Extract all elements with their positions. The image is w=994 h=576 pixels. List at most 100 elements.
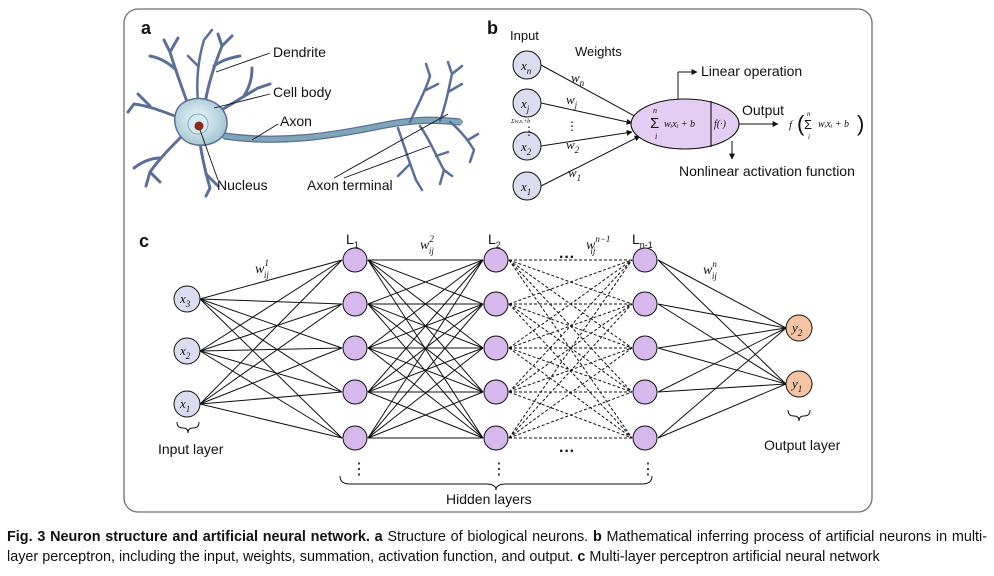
dendrite-branch xyxy=(126,92,182,120)
mlp-edge xyxy=(508,391,633,439)
svg-text:f: f xyxy=(789,119,794,131)
dendrite-branch xyxy=(186,28,214,104)
mlp-edge xyxy=(199,347,343,405)
layer-title-ln-1: Ln-1 xyxy=(632,231,653,250)
panel-c-label: c xyxy=(139,231,149,251)
panel-b-edges xyxy=(540,64,641,187)
mlp-edge xyxy=(657,347,787,385)
mlp-edge xyxy=(199,259,343,405)
input-node-x1: x1 xyxy=(512,171,542,201)
weight-label-wn: wn xyxy=(571,70,585,88)
output-layer-brace xyxy=(787,409,811,422)
vdots-l2: ⋮ xyxy=(491,461,507,478)
caption-a-text: Structure of biological neurons. xyxy=(387,529,589,545)
nonlinear-activation-label: Nonlinear activation function xyxy=(679,163,855,179)
svg-text:wᵢxᵢ + b: wᵢxᵢ + b xyxy=(818,119,849,130)
dendrite-branch xyxy=(198,140,220,198)
sum-expression: wᵢxᵢ + b xyxy=(664,119,695,130)
output-layer-label: Output layer xyxy=(764,437,841,453)
hidden-node xyxy=(483,291,509,317)
hidden-node xyxy=(632,379,658,405)
dendrite-branch xyxy=(132,132,186,188)
output-bracket-left: ( xyxy=(797,111,805,136)
dendrite-branch xyxy=(148,36,192,112)
panel-b: b Input Weights xn xj x2 x1 Σwᵢxᵢ+b ⋮ xyxy=(487,18,864,201)
mlp-edge xyxy=(199,259,343,352)
caption-b-label: b xyxy=(592,529,602,545)
axon-terminal-branch xyxy=(438,60,464,123)
mlp-edge xyxy=(657,259,787,385)
axon-path xyxy=(223,116,461,143)
mlp-edge xyxy=(508,259,633,393)
hidden-node xyxy=(342,425,368,451)
hidden-layers-brace xyxy=(339,475,653,491)
hidden-node xyxy=(342,291,368,317)
weight-label-wj: wj xyxy=(566,92,578,110)
mlp-edge xyxy=(657,303,787,329)
vdots-l1: ⋮ xyxy=(351,461,367,478)
input-node-x3: x3 xyxy=(173,285,201,313)
panel-a: a xyxy=(126,18,480,198)
hdots-top: ··· xyxy=(559,249,575,266)
svg-text:xj: xj xyxy=(520,96,530,114)
hidden-layers-label: Hidden layers xyxy=(446,491,532,507)
mlp-edge xyxy=(657,327,787,439)
svg-text:Σ: Σ xyxy=(804,117,812,132)
mlp-edge xyxy=(508,259,633,439)
input-vdots: ⋮ xyxy=(523,124,535,138)
svg-text:i: i xyxy=(808,133,810,141)
svg-text:xn: xn xyxy=(520,58,532,76)
mlp-edge xyxy=(657,327,787,393)
hidden-node xyxy=(342,335,368,361)
mlp-edge xyxy=(508,303,633,393)
weight-label-w1: w1 xyxy=(568,165,581,183)
layer-title-l1: L1 xyxy=(346,231,359,250)
input-layer-brace xyxy=(176,421,200,434)
weight-vdots: ⋮ xyxy=(566,119,578,133)
mlp-edge xyxy=(199,298,343,439)
mlp-nodes: x3 x2 x1 y2 y1 xyxy=(173,247,813,451)
svg-text:x2: x2 xyxy=(520,139,532,157)
mlp-edge xyxy=(367,259,484,439)
nucleus-label: Nucleus xyxy=(217,177,268,193)
mlp-edge xyxy=(508,347,633,393)
mlp-edge xyxy=(367,303,484,439)
mlp-edge xyxy=(657,383,787,393)
mlp-edge xyxy=(657,259,787,329)
figure-caption: Fig. 3 Neuron structure and artificial n… xyxy=(7,527,987,567)
sum-lower-index: i xyxy=(655,132,657,141)
svg-text:x1: x1 xyxy=(179,396,190,414)
mlp-edge xyxy=(367,303,484,393)
output-node-y1: y1 xyxy=(785,370,813,398)
mlp-edge xyxy=(199,391,343,405)
hidden-node xyxy=(483,335,509,361)
output-bracket-right: ) xyxy=(857,111,864,136)
svg-text:x2: x2 xyxy=(179,343,191,361)
axon-terminal-branch xyxy=(448,120,480,164)
mlp-edge xyxy=(367,391,484,439)
summation-node: n Σ i wᵢxᵢ + b f(·) xyxy=(630,98,740,150)
vdots-ln-1: ⋮ xyxy=(640,461,656,478)
mlp-edge xyxy=(367,347,484,439)
linear-operation-label: Linear operation xyxy=(701,63,802,79)
mlp-edge xyxy=(657,327,787,349)
mlp-edge xyxy=(508,259,633,305)
mlp-edge xyxy=(657,303,787,385)
svg-text:n: n xyxy=(807,110,811,118)
small-sum-note: Σwᵢxᵢ+b xyxy=(510,119,530,125)
activation-function: f(·) xyxy=(714,119,727,130)
mlp-edge xyxy=(657,383,787,439)
axon-terminal-branch xyxy=(408,62,440,124)
caption-c-text: Multi-layer perceptron artificial neural… xyxy=(589,549,880,565)
output-node-y2: y2 xyxy=(785,314,813,342)
figure-frame xyxy=(123,8,873,513)
input-node-xn: xn xyxy=(512,50,542,80)
hidden-node xyxy=(632,291,658,317)
caption-b-text: Mathematical inferring process of artifi… xyxy=(7,529,988,565)
panel-a-leaders xyxy=(199,52,449,181)
